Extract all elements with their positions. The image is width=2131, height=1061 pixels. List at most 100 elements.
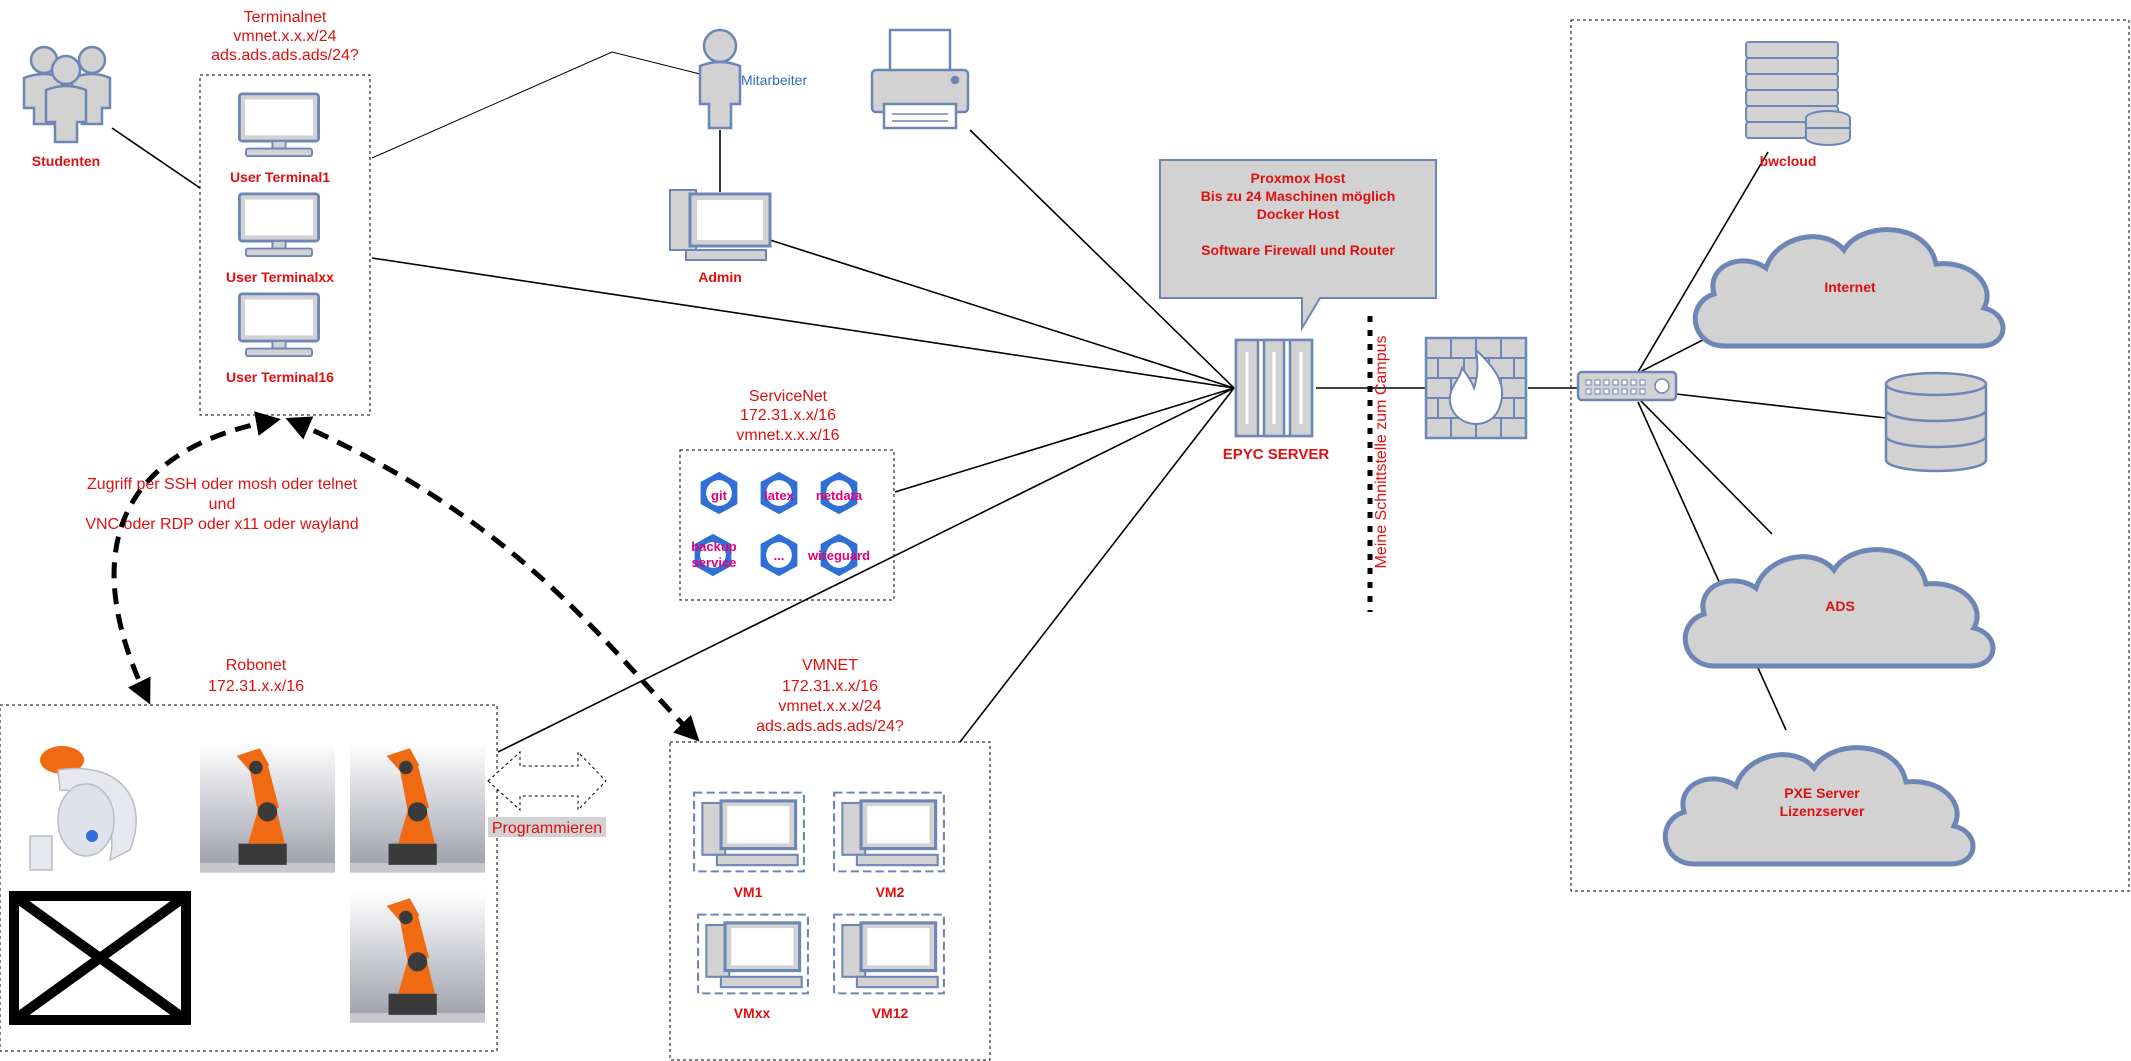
vmnet-ads-subnet: ads.ads.ads.ads/24? — [756, 718, 904, 735]
latex-label: latex — [764, 488, 794, 503]
service-latex[interactable]: latex — [760, 471, 798, 515]
internet-label: Internet — [1824, 279, 1876, 295]
servicenet-subnet: 172.31.x.x/16 — [740, 407, 836, 424]
monitor-icon — [237, 192, 321, 258]
double-arrow-icon — [487, 750, 607, 812]
terminalnet-name: Terminalnet — [244, 9, 327, 26]
access-arrows — [111, 411, 700, 742]
epyc-label: EPYC SERVER — [1223, 446, 1330, 463]
bwcloud-node[interactable]: bwcloud — [1745, 41, 1851, 169]
campus-interface-label: Meine Schnittstelle zum Campus — [1373, 336, 1390, 569]
industrial-robot-icon[interactable] — [350, 892, 485, 1023]
vm-1[interactable]: VM1 — [692, 791, 806, 900]
link-terminals-epyc — [371, 257, 1235, 389]
mitarbeiter-label: Mitarbeiter — [741, 72, 807, 88]
robonet-name: Robonet — [226, 657, 287, 674]
servicenet-vmnet: vmnet.x.x.x/16 — [736, 427, 839, 444]
link-switch-ads — [1639, 399, 1773, 535]
server-stack-icon — [1745, 41, 1851, 146]
ads-node[interactable]: ADS — [1685, 550, 1993, 666]
link-studenten-terminals — [111, 127, 201, 189]
monitor-icon — [237, 292, 321, 358]
user-terminal-16[interactable]: User Terminal16 — [226, 292, 334, 385]
servicenet-box — [679, 449, 895, 601]
service-netdata[interactable]: netdata — [816, 471, 863, 515]
virtual-machine-icon — [832, 913, 946, 995]
pxe-server-node[interactable]: PXE Server Lizenzserver — [1665, 748, 1973, 864]
desktop-computer-icon — [669, 189, 772, 261]
link-switch-bwcloud — [1637, 151, 1769, 373]
firewall-icon[interactable] — [1424, 336, 1528, 440]
access-line-2: und — [209, 496, 236, 513]
virtual-machine-icon — [692, 791, 806, 873]
connections — [111, 51, 1887, 753]
bwcloud-label: bwcloud — [1760, 153, 1817, 169]
pxe-label-line-1: PXE Server — [1784, 785, 1860, 801]
backup-label-line-2: service — [692, 555, 737, 570]
callout-line-4: Software Firewall und Router — [1201, 242, 1395, 258]
backup-label-line-1: backup — [691, 539, 737, 554]
terminal-xx-label: User Terminalxx — [226, 269, 334, 285]
campus-interface: Meine Schnittstelle zum Campus — [1367, 316, 1390, 612]
access-line-1: Zugriff per SSH oder mosh oder telnet — [87, 476, 358, 493]
proxmox-callout: Proxmox Host Bis zu 24 Maschinen möglich… — [1159, 159, 1437, 332]
arrow-terminals-robonet — [111, 411, 281, 705]
link-terminals-mitarbeiter — [371, 51, 717, 159]
user-terminal-1[interactable]: User Terminal1 — [230, 92, 330, 185]
terminalnet-subnet: vmnet.x.x.x/24 — [233, 28, 336, 45]
robonet-subnet: 172.31.x.x/16 — [208, 678, 304, 695]
vmnet-vmnet: vmnet.x.x.x/24 — [778, 698, 881, 715]
network-switch-icon[interactable] — [1576, 370, 1678, 402]
terminal-1-label: User Terminal1 — [230, 169, 330, 185]
terminalnet-ads-subnet: ads.ads.ads.ads/24? — [211, 47, 359, 64]
programmieren-label: Programmieren — [492, 820, 602, 837]
mitarbeiter-node: Mitarbeiter — [698, 28, 807, 130]
terminalnet-box — [199, 74, 371, 416]
link-switch-pxe — [1637, 401, 1787, 731]
service-backup[interactable]: backup service — [691, 533, 737, 577]
industrial-robot-icon[interactable] — [350, 742, 485, 873]
studenten-node: Studenten — [22, 45, 112, 169]
robot-iiwa[interactable] — [10, 740, 176, 875]
virtual-machine-icon — [696, 913, 810, 995]
vm-xx[interactable]: VMxx — [696, 913, 810, 1021]
service-more[interactable]: ... — [760, 533, 798, 577]
vm-12[interactable]: VM12 — [832, 913, 946, 1021]
link-printer-epyc — [969, 129, 1235, 389]
wireguard-label: wireguard — [807, 548, 870, 563]
service-wireguard[interactable]: wireguard — [807, 533, 870, 577]
programmieren-label-bg — [488, 817, 606, 837]
link-switch-database — [1675, 393, 1887, 419]
virtual-machine-icon — [832, 791, 946, 873]
link-servicenet-epyc — [894, 387, 1235, 493]
industrial-robot-icon[interactable] — [200, 742, 335, 873]
internet-node[interactable]: Internet — [1695, 230, 2003, 346]
epyc-server-node[interactable]: EPYC SERVER — [1223, 338, 1330, 463]
ads-label: ADS — [1825, 598, 1855, 614]
access-annotation: Zugriff per SSH oder mosh oder telnet un… — [85, 476, 358, 533]
studenten-label: Studenten — [32, 153, 100, 169]
vmnet-name: VMNET — [802, 657, 858, 674]
vm2-label: VM2 — [876, 884, 905, 900]
link-admin-epyc — [769, 239, 1235, 389]
callout-line-1: Proxmox Host — [1251, 170, 1346, 186]
vm1-label: VM1 — [734, 884, 763, 900]
database-node[interactable] — [1884, 371, 1988, 473]
user-icon — [698, 28, 742, 130]
printer-icon[interactable] — [870, 28, 970, 130]
service-git[interactable]: git — [700, 471, 738, 515]
vmxx-label: VMxx — [734, 1005, 771, 1021]
user-terminal-xx[interactable]: User Terminalxx — [226, 192, 334, 285]
users-group-icon — [22, 45, 112, 144]
netdata-label: netdata — [816, 488, 863, 503]
external-services-box — [1570, 19, 2130, 892]
vmnet-subnet: 172.31.x.x/16 — [782, 678, 878, 695]
link-vmnet-epyc — [959, 387, 1235, 743]
image-placeholder-icon — [9, 891, 191, 1025]
vm12-label: VM12 — [872, 1005, 909, 1021]
admin-node[interactable]: Admin — [669, 189, 772, 285]
admin-label: Admin — [698, 269, 742, 285]
vm-2[interactable]: VM2 — [832, 791, 946, 900]
server-rack-icon — [1234, 338, 1314, 438]
vmnet-box — [669, 741, 991, 1061]
